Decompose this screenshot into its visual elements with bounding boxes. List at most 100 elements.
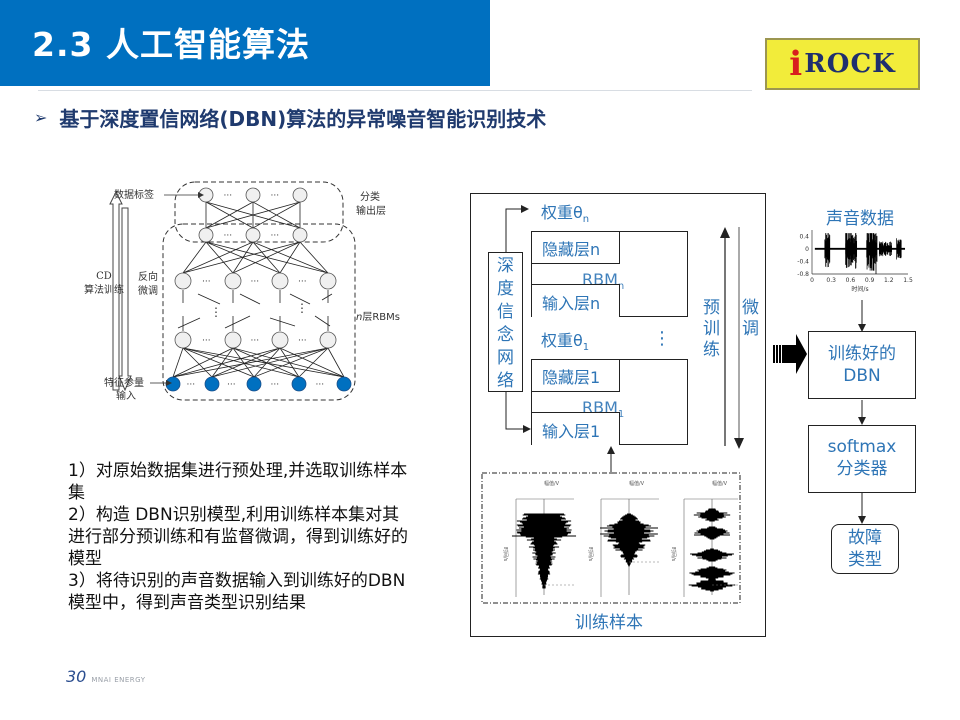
wave-xtick: 0.9 — [865, 277, 875, 284]
footer-brand: MNAI ENERGY — [91, 676, 146, 684]
edge-stub — [239, 293, 261, 305]
node-ellipsis: ··· — [271, 231, 280, 241]
hidden-node — [319, 272, 337, 290]
softmax-line-1: softmax — [827, 437, 897, 457]
step-2: 2）构造 DBN识别模型,利用训练样本集对其进行部分预训练和有监督微调，得到训练… — [68, 505, 408, 569]
dbn-to-softmax-arrowhead — [858, 417, 866, 425]
cd-label-line-2: 算法训练 — [84, 285, 124, 296]
edge — [211, 347, 234, 378]
edge — [279, 241, 301, 274]
fault-type-line-1: 故障 — [848, 528, 882, 548]
softmax-classifier-box: softmax 分类器 — [808, 425, 916, 493]
edge — [252, 201, 301, 229]
pretrain-char-3: 练 — [703, 340, 720, 360]
rbm-1-box: 隐藏层1 RBM1 输入层1 — [531, 359, 688, 445]
cd-training-arrow — [109, 190, 123, 391]
edge — [211, 347, 329, 378]
sample-axis-label: 幅值/V — [544, 480, 560, 487]
arrowhead-weight-n — [521, 205, 529, 213]
page-number: 30 — [66, 667, 87, 686]
input-node — [291, 376, 307, 392]
edge — [182, 241, 301, 274]
sample-plot-3: 幅值/V时间/s — [670, 480, 738, 597]
sample-time-label: 时间/s — [502, 547, 509, 562]
training-samples-label: 训练样本 — [575, 613, 643, 633]
logo-i: i — [789, 44, 804, 84]
edge — [205, 201, 301, 229]
vertical-ellipsis: ⋮ — [653, 328, 671, 349]
wave-ytick: -0.4 — [797, 258, 809, 265]
step-1: 1）对原始数据集进行预处理,并选取训练样本集 — [68, 461, 408, 503]
training-samples-box — [481, 472, 741, 604]
hidden-node — [271, 331, 289, 349]
pretrain-arrowhead — [720, 227, 730, 238]
weight-1-text: 权重θ — [541, 331, 583, 350]
label-data-tag: 数据标签 — [114, 188, 154, 201]
node-ellipsis: ··· — [251, 336, 260, 346]
edge — [182, 347, 213, 378]
sample-plot-2: 幅值/V时间/s — [587, 480, 659, 597]
node-ellipsis: ··· — [224, 231, 233, 241]
finetune-char-2: 调 — [742, 319, 759, 339]
classify-output-group — [174, 181, 344, 243]
dbn-char-3: 信 — [497, 302, 514, 322]
label-feature-2: 输入 — [116, 389, 136, 402]
softmax-line-2: 分类器 — [836, 459, 888, 479]
fault-type-box: 故障 类型 — [831, 524, 899, 574]
edge — [182, 347, 300, 378]
wave-ytick: -0.8 — [797, 271, 809, 278]
pretrain-char-2: 训 — [703, 319, 720, 339]
flow-connectors — [773, 300, 866, 524]
hidden-node — [224, 331, 242, 349]
step-3: 3）将待识别的声音数据输入到训练好的DBN模型中，得到声音类型识别结果 — [68, 571, 406, 613]
footer: 30 MNAI ENERGY — [66, 667, 146, 686]
feature-arrowhead — [166, 380, 172, 386]
big-right-arrow — [773, 334, 807, 374]
node-ellipsis: ··· — [271, 191, 280, 201]
arrow-bullet-icon: ➢ — [34, 108, 48, 127]
input-layer-n: 输入层n — [532, 284, 620, 317]
edge — [279, 347, 300, 378]
trained-dbn-line-1: 训练好的 — [828, 344, 896, 364]
weight-n-label: 权重θn — [541, 199, 589, 225]
steps-list: 1）对原始数据集进行预处理,并选取训练样本集 2）构造 DBN识别模型,利用训练… — [68, 460, 413, 614]
edge — [253, 347, 281, 378]
edge — [182, 347, 345, 378]
sample-plot-1: 幅值/V 时间/s — [502, 480, 577, 597]
hidden-layer-n: 隐藏层n — [532, 232, 620, 264]
finetune-char-1: 微 — [742, 298, 759, 318]
hidden-node — [319, 331, 337, 349]
backprop-arrow — [118, 207, 132, 392]
vertical-ellipsis: ⋮ — [296, 301, 308, 315]
cd-label-line-1: CD — [96, 271, 112, 282]
sample-time-label: 时间/s — [587, 547, 594, 562]
edge — [182, 347, 255, 378]
trained-dbn-box: 训练好的 DBN — [808, 331, 916, 399]
title-banner: 2.3 人工智能算法 — [0, 0, 490, 86]
wave-to-dbn-arrowhead — [858, 324, 866, 332]
edge — [232, 347, 300, 378]
edge — [172, 347, 281, 378]
fault-type-line-2: 类型 — [848, 550, 882, 570]
sample-time-label: 时间/s — [670, 547, 677, 562]
edge-stub — [321, 293, 333, 301]
arrowhead-input-1 — [523, 425, 531, 433]
node-ellipsis: ··· — [202, 277, 211, 287]
wave-xtick: 1.2 — [884, 277, 894, 284]
dbn-char-4: 念 — [497, 325, 514, 345]
edge — [182, 241, 254, 274]
edge — [232, 347, 255, 378]
edge-stub — [197, 293, 221, 305]
softmax-to-fault-arrowhead — [858, 516, 866, 524]
edge — [172, 347, 234, 378]
edge — [299, 241, 329, 274]
node-ellipsis: ··· — [298, 336, 307, 346]
dbn-char-5: 网 — [497, 348, 514, 368]
edge-stub — [269, 317, 296, 327]
input-node — [246, 376, 262, 392]
panel-lines — [481, 205, 744, 604]
data-tag-arrowhead — [198, 192, 204, 198]
sample-waveform — [600, 513, 658, 567]
dbn-char-2: 度 — [497, 279, 514, 299]
